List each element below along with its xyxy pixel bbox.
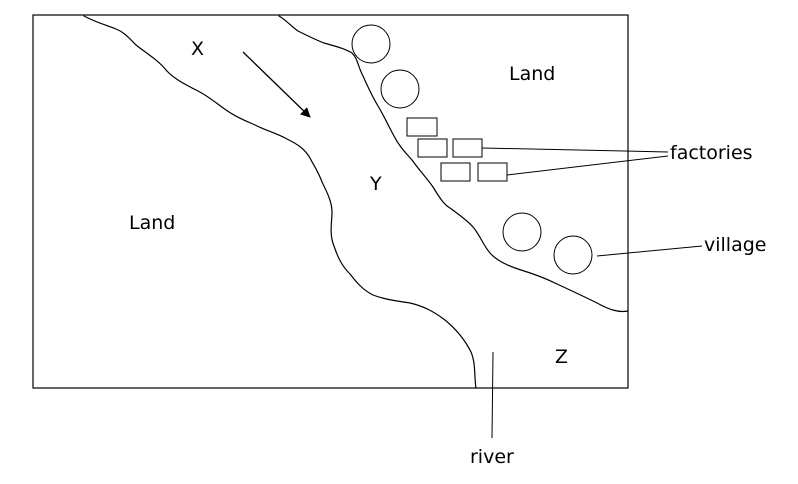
river-left-bank	[83, 15, 477, 389]
village-circle	[502, 212, 542, 252]
river-right-bank	[278, 15, 629, 313]
label-river: river	[470, 446, 514, 468]
factory-box	[477, 162, 508, 182]
factory-box	[440, 162, 471, 182]
factories-leader-line	[481, 147, 669, 153]
label-x: X	[191, 38, 204, 60]
factory-group	[406, 117, 508, 182]
village-circle	[380, 69, 420, 109]
label-village: village	[704, 234, 766, 256]
village-circle	[553, 235, 593, 275]
label-land-right: Land	[509, 63, 555, 85]
arrow-down-right-icon	[242, 51, 311, 118]
village-circle	[351, 24, 391, 64]
river-leader-line	[491, 351, 494, 439]
label-y: Y	[369, 173, 382, 195]
factory-box	[417, 138, 448, 158]
label-factories: factories	[670, 142, 753, 164]
factories-leader-line	[506, 155, 669, 176]
village-group	[351, 24, 593, 275]
factory-box	[452, 138, 483, 158]
label-z: Z	[555, 346, 568, 368]
village-leader-line	[596, 245, 703, 257]
label-land-left: Land	[129, 212, 175, 234]
factory-box	[406, 117, 438, 137]
map-border	[32, 14, 629, 389]
